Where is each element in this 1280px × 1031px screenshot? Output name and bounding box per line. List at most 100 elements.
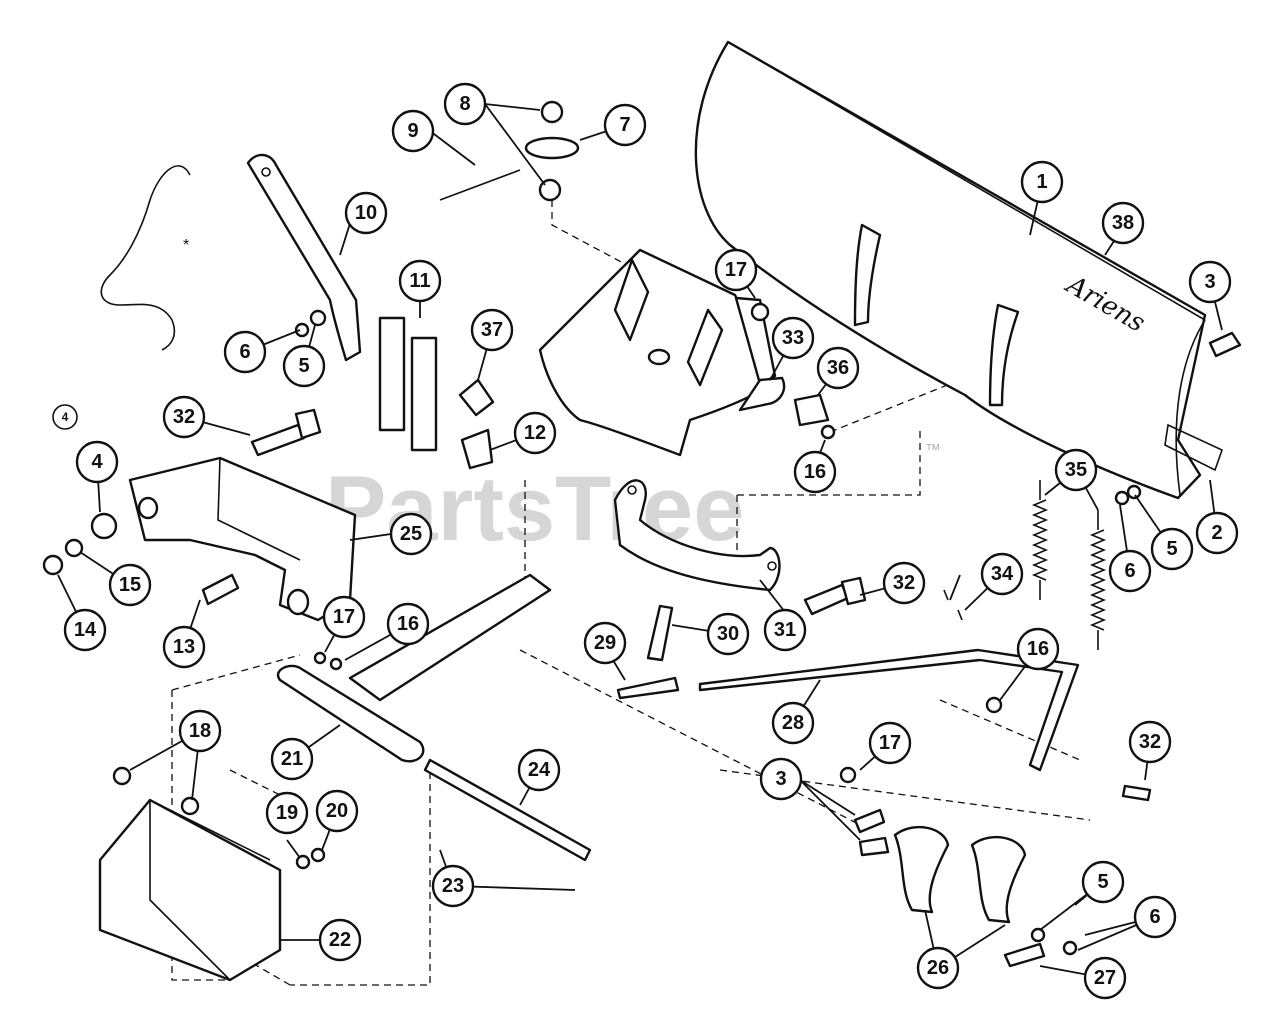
svg-text:18: 18: [189, 720, 211, 742]
svg-text:3: 3: [1204, 271, 1215, 293]
svg-text:29: 29: [594, 632, 616, 654]
svg-text:5: 5: [298, 355, 309, 377]
callout-32: 32: [162, 395, 206, 439]
plates: [378, 316, 438, 452]
svg-text:11: 11: [409, 270, 430, 292]
svg-text:27: 27: [1094, 967, 1116, 989]
callout-17: 17: [714, 248, 758, 292]
svg-text:15: 15: [119, 574, 141, 596]
svg-text:1: 1: [1036, 171, 1047, 193]
svg-text:22: 22: [329, 929, 351, 951]
svg-text:2: 2: [1211, 522, 1222, 544]
svg-text:33: 33: [782, 327, 804, 349]
svg-text:5: 5: [1166, 538, 1177, 560]
mount-strap: [613, 479, 781, 592]
base-bracket: [98, 798, 282, 982]
svg-text:5: 5: [1097, 871, 1108, 893]
svg-text:32: 32: [1139, 731, 1161, 753]
callout-12: 12: [513, 411, 557, 455]
svg-text:25: 25: [400, 523, 422, 545]
callout-7: 7: [603, 103, 647, 147]
assembly-guide-lines: [171, 200, 1091, 986]
svg-text:4: 4: [91, 451, 103, 473]
svg-text:32: 32: [893, 572, 915, 594]
callout-32: 32: [1128, 720, 1172, 764]
svg-text:28: 28: [782, 712, 804, 734]
mount-plate: [538, 248, 786, 457]
callout-13: 13: [162, 625, 206, 669]
callout-34: 34: [980, 552, 1024, 596]
callout-26: 26: [916, 946, 960, 990]
svg-text:34: 34: [991, 563, 1014, 585]
svg-text:6: 6: [1149, 906, 1160, 928]
callout-35: 35: [1054, 448, 1098, 492]
callout-17: 17: [322, 595, 366, 639]
curved-brackets: [893, 825, 1027, 924]
svg-text:17: 17: [879, 732, 901, 754]
callout-5: 5: [282, 344, 326, 388]
arm: [246, 153, 362, 362]
callout-27: 27: [1083, 956, 1127, 1000]
svg-text:17: 17: [333, 606, 355, 628]
callout-30: 30: [706, 612, 750, 656]
callout-6: 6: [1133, 895, 1177, 939]
svg-text:16: 16: [1027, 638, 1049, 660]
svg-text:19: 19: [276, 802, 298, 824]
svg-text:8: 8: [459, 93, 470, 115]
callout-8: 8: [443, 82, 487, 126]
callout-38: 38: [1101, 201, 1145, 245]
bracket: [128, 456, 357, 622]
svg-text:14: 14: [74, 619, 97, 641]
svg-text:21: 21: [281, 748, 303, 770]
svg-text:26: 26: [927, 957, 949, 979]
svg-text:17: 17: [725, 259, 747, 281]
svg-text:3: 3: [775, 768, 786, 790]
svg-text:24: 24: [528, 759, 551, 781]
svg-text:32: 32: [173, 406, 195, 428]
callout-5: 5: [1150, 527, 1194, 571]
callout-3: 3: [759, 757, 803, 801]
svg-text:4: 4: [62, 410, 69, 424]
svg-text:16: 16: [804, 461, 826, 483]
callout-2: 2: [1195, 511, 1239, 555]
svg-text:6: 6: [239, 341, 250, 363]
callout-23: 23: [431, 864, 475, 908]
callout-36: 36: [816, 346, 860, 390]
svg-text:35: 35: [1065, 459, 1087, 481]
callout-4-small: 4: [52, 404, 78, 430]
watermark-tm: ™: [925, 442, 941, 459]
callout-17: 17: [868, 721, 912, 765]
svg-text:38: 38: [1112, 212, 1134, 234]
callout-16: 16: [793, 450, 837, 494]
springs: [1031, 480, 1107, 650]
callout-14: 14: [63, 608, 107, 652]
wire-harness: *: [100, 165, 191, 351]
callout-16: 16: [1016, 627, 1060, 671]
callout-29: 29: [583, 621, 627, 665]
callout-28: 28: [771, 701, 815, 745]
callout-5: 5: [1081, 860, 1125, 904]
callout-24: 24: [517, 748, 561, 792]
svg-text:20: 20: [326, 800, 348, 822]
svg-text:9: 9: [407, 120, 418, 142]
svg-text:7: 7: [619, 114, 630, 136]
callout-32: 32: [882, 561, 926, 605]
frame-tubes: [276, 573, 592, 862]
plow-blade: Ariens: [694, 40, 1223, 500]
svg-text:37: 37: [481, 319, 503, 341]
callout-18: 18: [178, 709, 222, 753]
callout-3: 3: [1188, 260, 1232, 304]
callout-25: 25: [389, 512, 433, 556]
callout-37: 37: [470, 308, 514, 352]
svg-text:12: 12: [524, 422, 546, 444]
callout-1: 1: [1020, 160, 1064, 204]
svg-text:13: 13: [173, 636, 195, 658]
hardware: [42, 100, 1242, 968]
callout-22: 22: [318, 918, 362, 962]
svg-text:36: 36: [827, 357, 849, 379]
callout-16: 16: [386, 602, 430, 646]
callout-6: 6: [223, 330, 267, 374]
callout-21: 21: [270, 737, 314, 781]
callout-6: 6: [1108, 549, 1152, 593]
